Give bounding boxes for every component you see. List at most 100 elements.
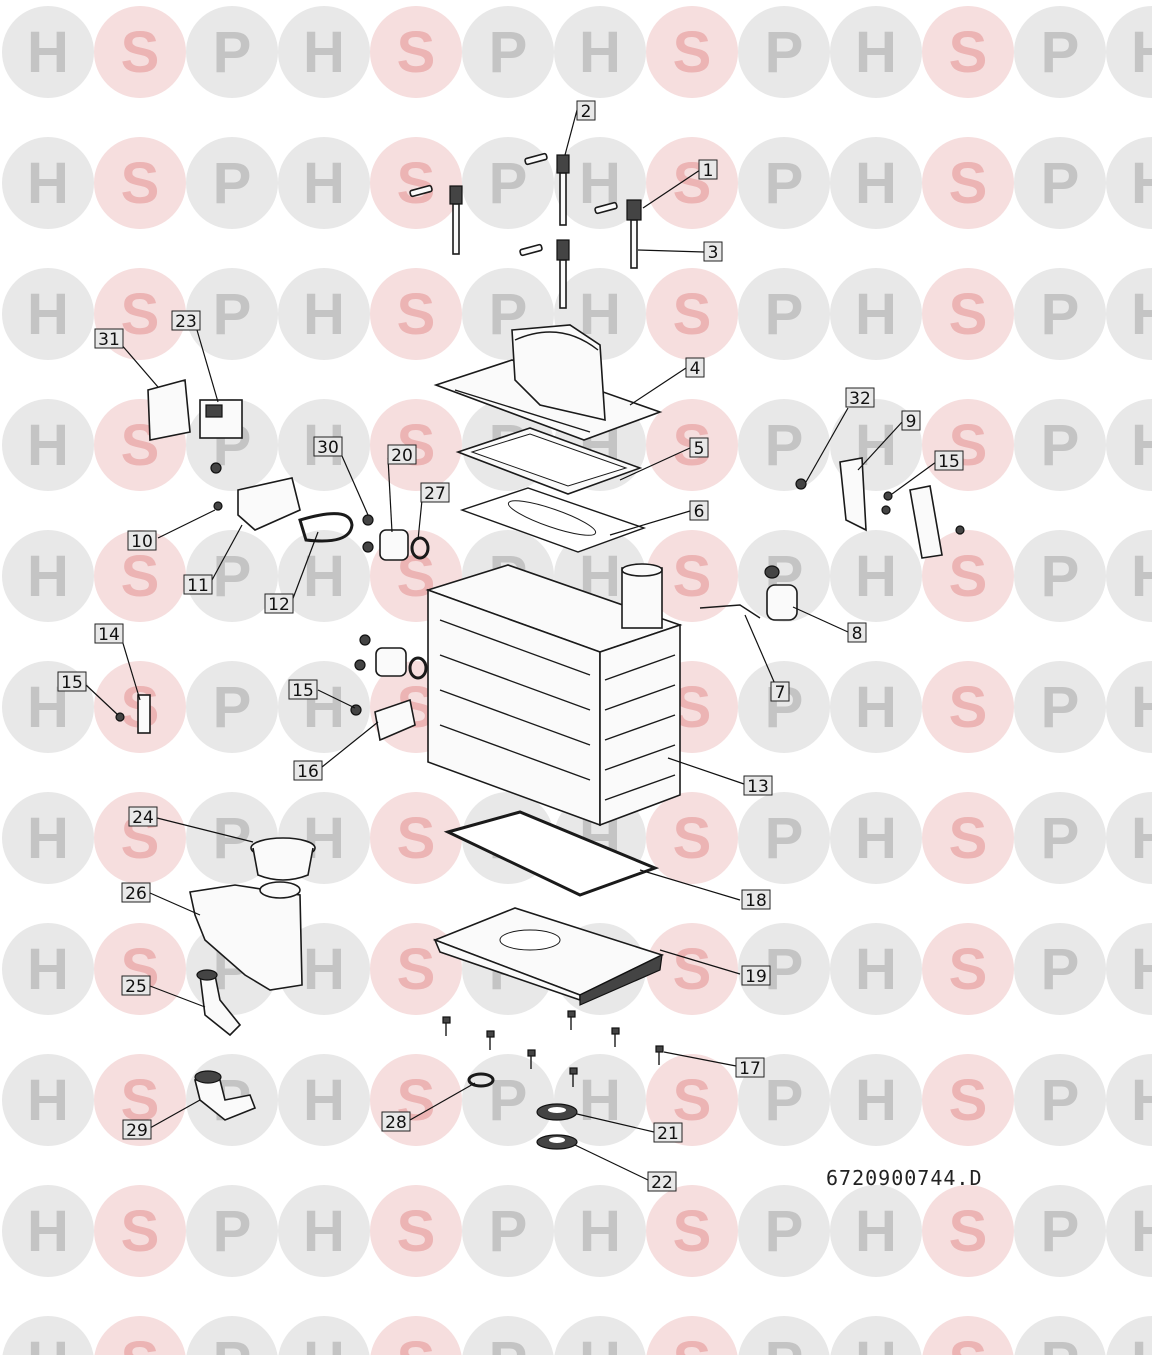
watermark-circle — [830, 6, 922, 98]
watermark-circle — [646, 1316, 738, 1355]
watermark-letter: S — [397, 937, 436, 1002]
callout-3[interactable]: 3 — [703, 241, 723, 263]
svg-text:32: 32 — [849, 389, 871, 409]
watermark-letter: P — [1041, 1330, 1080, 1355]
svg-text:25: 25 — [125, 977, 147, 997]
watermark-letter: H — [855, 806, 897, 871]
callout-25[interactable]: 25 — [121, 975, 151, 997]
callout-21[interactable]: 21 — [653, 1122, 683, 1144]
callout-26[interactable]: 26 — [121, 882, 151, 904]
callout-23[interactable]: 23 — [171, 310, 201, 332]
callout-7[interactable]: 7 — [770, 681, 790, 703]
watermark-letter: P — [213, 806, 252, 871]
callout-15-left[interactable]: 15 — [57, 671, 87, 693]
svg-text:13: 13 — [747, 777, 769, 797]
callout-10[interactable]: 10 — [127, 530, 157, 552]
callout-2[interactable]: 2 — [576, 100, 596, 122]
callout-6[interactable]: 6 — [689, 500, 709, 522]
callout-13[interactable]: 13 — [743, 775, 773, 797]
svg-text:3: 3 — [708, 243, 719, 263]
watermark-circle — [830, 923, 922, 1015]
watermark-letter: P — [1041, 675, 1080, 740]
callout-4[interactable]: 4 — [685, 357, 705, 379]
watermark-circle — [1106, 1185, 1152, 1277]
callout-32[interactable]: 32 — [845, 387, 875, 409]
watermark-circle — [922, 6, 1014, 98]
watermark-circle — [1014, 530, 1106, 622]
svg-text:16: 16 — [297, 762, 319, 782]
watermark-letter: P — [765, 1199, 804, 1264]
watermark-circle — [94, 923, 186, 1015]
watermark-letter: S — [949, 151, 988, 216]
watermark-letter: P — [213, 282, 252, 347]
watermark-circle — [922, 1316, 1014, 1355]
watermark-circle — [1014, 137, 1106, 229]
watermark-letter: S — [673, 20, 712, 85]
watermark-letter: H — [1131, 1330, 1152, 1355]
callout-20[interactable]: 20 — [387, 444, 417, 466]
watermark-letter: H — [27, 1199, 69, 1264]
watermark-letter: H — [855, 1199, 897, 1264]
watermark-letter: H — [27, 20, 69, 85]
watermark-circle — [922, 1185, 1014, 1277]
watermark-circle — [830, 1185, 922, 1277]
callout-11[interactable]: 11 — [183, 574, 213, 596]
watermark-letter: S — [949, 1199, 988, 1264]
callout-14[interactable]: 14 — [94, 623, 124, 645]
watermark-circle — [278, 1316, 370, 1355]
callout-15-center[interactable]: 15 — [288, 679, 318, 701]
callout-24[interactable]: 24 — [128, 806, 158, 828]
watermark-circle — [278, 6, 370, 98]
drawing-reference-number: 6720900744.D — [826, 1166, 983, 1190]
callout-8[interactable]: 8 — [847, 622, 867, 644]
watermark-letter: S — [397, 806, 436, 871]
electrode-assembly-group — [409, 152, 642, 309]
watermark-circle — [922, 792, 1014, 884]
callout-9[interactable]: 9 — [901, 410, 921, 432]
callout-16[interactable]: 16 — [293, 760, 323, 782]
callout-17[interactable]: 17 — [735, 1057, 765, 1079]
left-bracket — [115, 694, 151, 734]
watermark-circle — [738, 923, 830, 1015]
watermark-circle — [646, 530, 738, 622]
callout-31[interactable]: 31 — [94, 328, 124, 350]
callout-1[interactable]: 1 — [698, 159, 718, 181]
fan-fitting — [699, 565, 798, 621]
watermark-circle — [94, 530, 186, 622]
watermark-letter: H — [303, 282, 345, 347]
watermark-circle — [370, 1316, 462, 1355]
watermark-letter: H — [303, 20, 345, 85]
svg-text:8: 8 — [852, 624, 863, 644]
watermark-circle — [830, 530, 922, 622]
watermark-circle — [462, 6, 554, 98]
callout-30[interactable]: 30 — [313, 436, 343, 458]
watermark-circle — [1106, 792, 1152, 884]
watermark-letter: P — [213, 20, 252, 85]
watermark-circle — [462, 1185, 554, 1277]
watermark-circle — [554, 1316, 646, 1355]
watermark-circle — [1014, 792, 1106, 884]
watermark-circle — [830, 661, 922, 753]
callout-28[interactable]: 28 — [381, 1111, 411, 1133]
watermark-letter: H — [27, 413, 69, 478]
watermark-circle — [462, 1316, 554, 1355]
callout-22[interactable]: 22 — [647, 1171, 677, 1193]
callout-5[interactable]: 5 — [689, 437, 709, 459]
watermark-circle — [2, 137, 94, 229]
watermark-circle — [1014, 1185, 1106, 1277]
watermark-letter: P — [1041, 151, 1080, 216]
watermark-circle — [738, 1316, 830, 1355]
watermark-circle — [278, 137, 370, 229]
callout-15-right[interactable]: 15 — [934, 450, 964, 472]
watermark-letter: P — [1041, 282, 1080, 347]
watermark-letter: H — [1131, 1068, 1152, 1133]
callout-29[interactable]: 29 — [122, 1119, 152, 1141]
burner-hood — [433, 324, 663, 441]
watermark-letter: S — [949, 20, 988, 85]
callout-18[interactable]: 18 — [741, 889, 771, 911]
condensate-tray — [432, 907, 665, 1006]
callout-27[interactable]: 27 — [420, 482, 450, 504]
callout-19[interactable]: 19 — [741, 965, 771, 987]
svg-text:18: 18 — [745, 891, 767, 911]
callout-12[interactable]: 12 — [264, 593, 294, 615]
